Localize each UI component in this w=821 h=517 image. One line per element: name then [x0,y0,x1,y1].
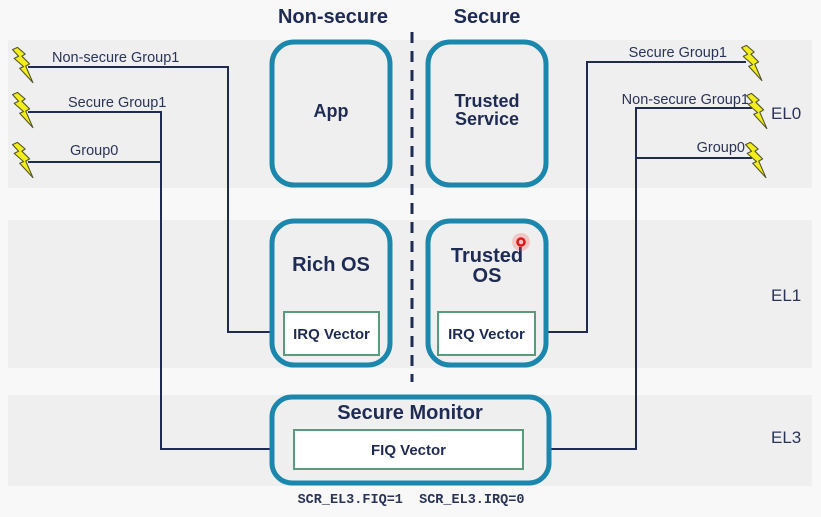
non-secure-header: Non-secure [278,6,388,28]
trusted-os-label-line1: Trusted [451,245,523,267]
app-label: App [314,101,349,121]
left-signal-nonsecure-group1: Non-secure Group1 [52,50,179,66]
trusted-os-label-line2: OS [473,265,502,287]
rich-os-box: Rich OS IRQ Vector [269,218,393,368]
el3-label: EL3 [771,428,801,447]
trusted-service-label-line1: Trusted [454,91,519,111]
rich-os-label: Rich OS [292,254,370,276]
wire-left-secure-group1 [28,111,293,453]
right-signal-secure-group1: Secure Group1 [629,45,727,61]
rich-os-irq-vector [283,311,380,356]
left-signal-secure-group1: Secure Group1 [68,95,166,111]
right-signal-group0: Group0 [697,140,745,156]
left-wires [28,66,293,453]
register-settings: SCR_EL3.FIQ=1 SCR_EL3.IRQ=0 [298,493,525,508]
rich-os-irq-vector-label: IRQ Vector [293,326,370,343]
secure-monitor-label: Secure Monitor [337,402,483,424]
el1-label: EL1 [771,286,801,305]
trusted-service-label-line2: Service [455,109,519,129]
el0-band [8,40,812,188]
el0-label: EL0 [771,104,801,123]
trusted-service-box: Trusted Service [425,39,549,188]
trusted-os-irq-vector-label: IRQ Vector [448,326,525,343]
trusted-os-box: Trusted OS IRQ Vector [425,218,549,368]
right-wires [524,61,752,453]
secure-header: Secure [454,6,521,28]
secure-monitor-box: Secure Monitor FIQ Vector [269,394,552,486]
monitor-fiq-vector [293,429,524,470]
wire-left-nonsecure-group1 [28,66,283,336]
wire-right-nonsecure-group1 [524,107,752,453]
left-signal-group0: Group0 [70,143,118,159]
trusted-os-irq-vector [437,311,536,356]
el1-band [8,220,812,368]
mouse-cursor-indicator [512,233,530,251]
app-box: App [269,39,393,188]
monitor-fiq-vector-label: FIQ Vector [371,442,446,459]
right-signal-nonsecure-group1: Non-secure Group1 [622,92,749,108]
wire-right-secure-group1 [536,61,746,336]
